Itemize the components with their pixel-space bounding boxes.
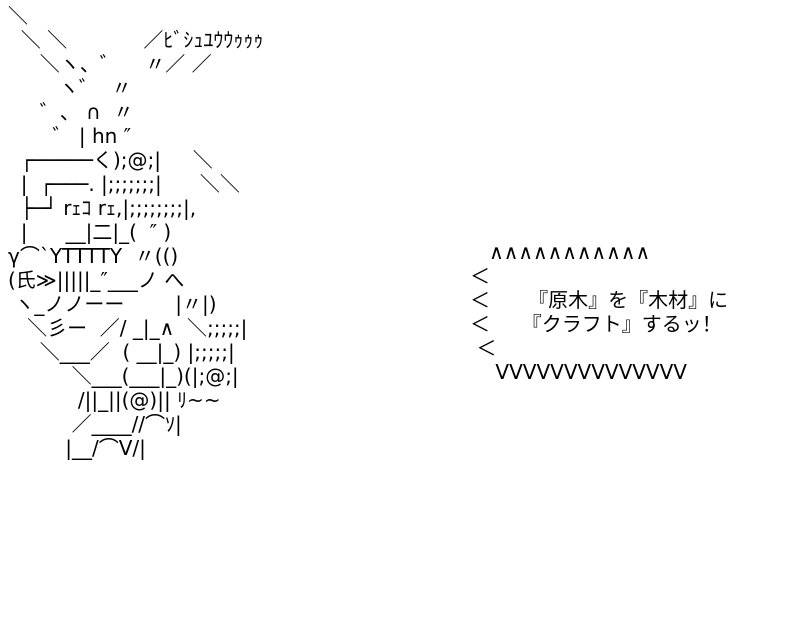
art-line: ┌─────く);@;| ＼ xyxy=(8,148,213,172)
ascii-art-figure: ＼ ＼ ＼ ／ﾋﾞｼｭﾕｳｳｩｩｩ ＼ヽ、゛ 〃／ ／ ヽ゛ 〃 ゛、 ∩ 〃 … xyxy=(8,4,263,460)
art-line: | __|二|_( ″ ) xyxy=(8,220,172,244)
art-line: | ┌───. |;;;;;;;| ＼＼ xyxy=(8,172,240,196)
speech-bubble: ∧∧∧∧∧∧∧∧∧∧∧ ＜ ＜ 『原木』を『木材』に ＜ 『クラフト』するッ！ … xyxy=(470,240,728,384)
art-line: ＼___(___|_)(|;@;| xyxy=(8,364,239,388)
art-line: ヽ_ノノーー |〃|) xyxy=(8,292,217,316)
art-line: ＼彡ー ／/ _|_∧ ＼;;;;;| xyxy=(8,316,248,340)
speech-line: ＜ xyxy=(470,264,490,288)
art-line: ヽ゛ 〃 xyxy=(8,76,132,100)
speech-line: VVVVVVVVVVVVVV xyxy=(470,360,687,384)
speech-line: ＜ xyxy=(470,336,497,360)
art-line: ＼ヽ、゛ 〃／ ／ xyxy=(8,52,212,76)
speech-line: ＜ 『原木』を『木材』に xyxy=(470,288,729,312)
art-line: ゛ | hn ″ xyxy=(8,124,132,148)
art-line: ＼ ＼ ／ﾋﾞｼｭﾕｳｳｩｩｩ xyxy=(8,28,264,52)
art-line: γ⌒`YTTTTY 〃(() xyxy=(8,244,179,268)
speech-line: ∧∧∧∧∧∧∧∧∧∧∧ xyxy=(470,240,651,264)
art-line: /||_||(@)|| ﾘ~~ xyxy=(8,388,221,412)
art-line: (氏≫|||||_″___ノ へ xyxy=(8,268,185,292)
art-line: |__/⌒V/| xyxy=(8,436,146,460)
art-line: ／____//⌒ｿ| xyxy=(8,412,182,436)
art-line: ＼___／ ( __|_) |;;;;;| xyxy=(8,340,235,364)
art-line: ＼ xyxy=(8,4,28,28)
art-line: ├─┘ rｪｺ rｪ,|;;;;;;;;|, xyxy=(8,196,197,220)
speech-line: ＜ 『クラフト』するッ！ xyxy=(470,312,722,336)
art-line: ゛、 ∩ 〃 xyxy=(8,100,134,124)
